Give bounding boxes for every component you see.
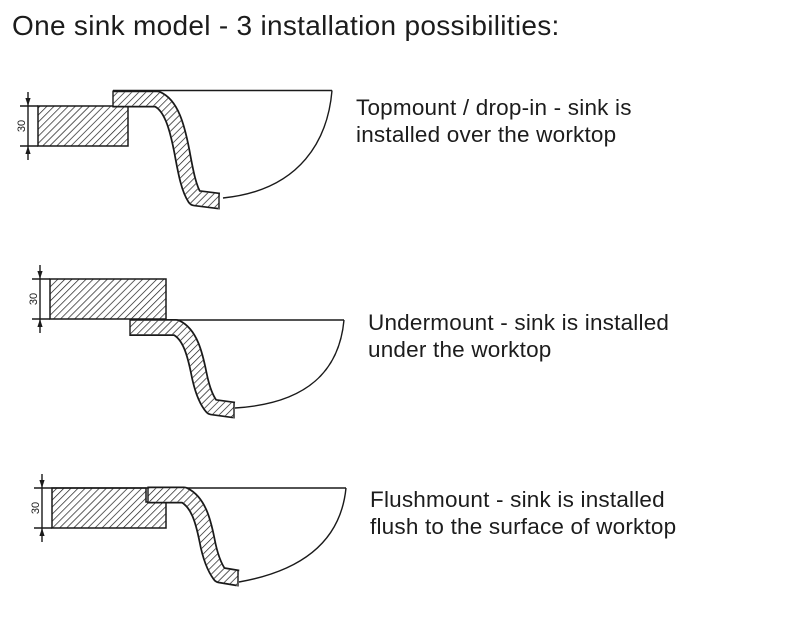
worktop-section xyxy=(49,278,167,320)
bowl-outline xyxy=(234,319,345,409)
page-title: One sink model - 3 installation possibil… xyxy=(12,10,560,41)
dimension-label: 30 xyxy=(16,120,28,132)
sink-wall-section xyxy=(147,486,240,587)
installation-row-flushmount: 30 Flushmount - sink is installed flush … xyxy=(28,460,800,610)
dimension-30: 30 xyxy=(28,265,50,333)
flushmount-section-diagram: 30 xyxy=(30,474,347,587)
dimension-30: 30 xyxy=(16,92,38,160)
flushmount-description: Flushmount - sink is installed flush to … xyxy=(370,487,677,540)
topmount-description: Topmount / drop-in - sink is installed o… xyxy=(356,95,632,148)
dim-arrow-bottom xyxy=(25,146,31,154)
dim-arrow-top xyxy=(39,480,45,488)
dimension-label: 30 xyxy=(30,502,42,514)
topmount-section-diagram: 30 xyxy=(16,89,333,210)
undermount-description: Undermount - sink is installed under the… xyxy=(368,310,670,363)
dim-arrow-top xyxy=(37,271,43,279)
dimension-label: 30 xyxy=(28,293,40,305)
installation-row-topmount: 30 Topmount / drop-in - sink is installe… xyxy=(14,68,800,223)
dim-arrow-bottom xyxy=(37,319,43,327)
bowl-outline xyxy=(222,90,333,199)
dimension-30: 30 xyxy=(30,474,52,542)
dim-arrow-bottom xyxy=(39,528,45,536)
sink-wall-section xyxy=(112,90,221,210)
installation-row-undermount: 30 Undermount - sink is installed under … xyxy=(26,261,800,426)
bowl-outline xyxy=(238,487,347,583)
undermount-section-diagram: 30 xyxy=(28,265,345,419)
sink-wall-section xyxy=(129,319,236,419)
dim-arrow-top xyxy=(25,98,31,106)
worktop-section xyxy=(37,105,129,147)
